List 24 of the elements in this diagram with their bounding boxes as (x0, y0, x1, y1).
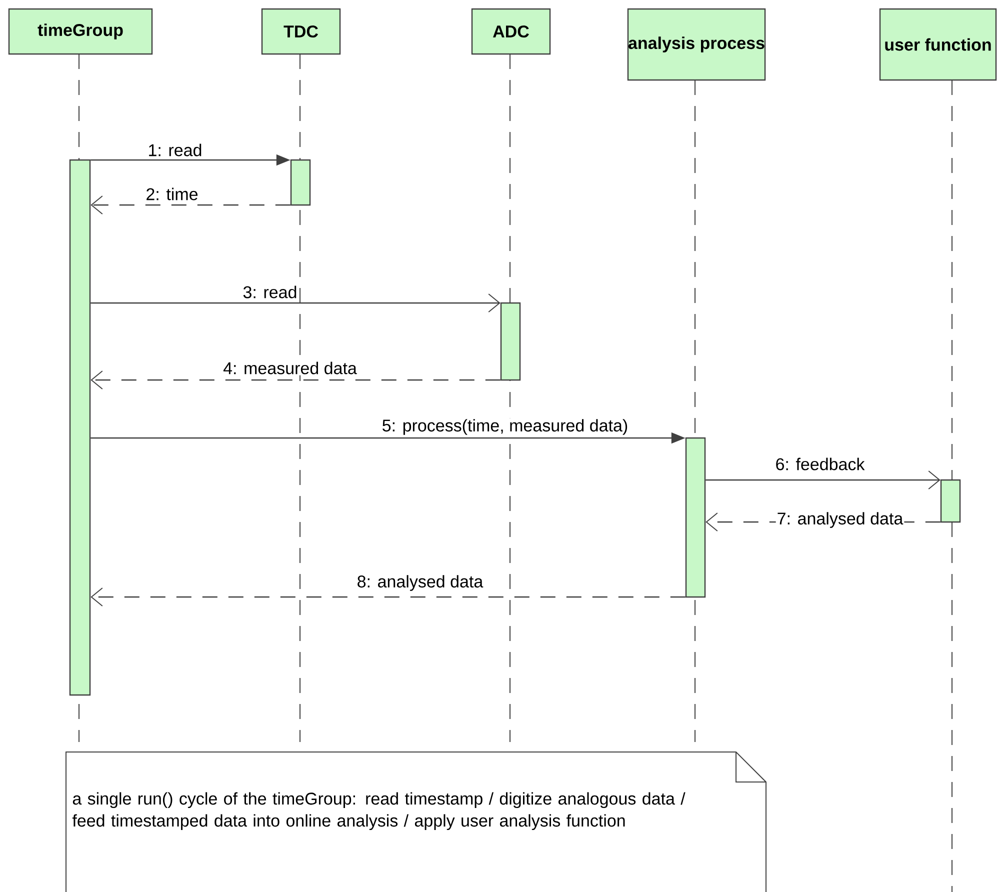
activation-bar (685, 437, 706, 598)
lifeline-header: ADC (471, 8, 551, 55)
note: a single run() cycle of the timeGroup: read timestamp / digitize analogous data / feed timestamped data into online analysis / apply user analysis function (66, 752, 766, 892)
message-arrow (90, 370, 500, 390)
message-arrow (90, 196, 290, 214)
message-label: 2: time (144, 186, 200, 202)
activation-bar (500, 302, 521, 381)
message-label: 6: feedback (774, 456, 866, 472)
message-label: 3: read (242, 284, 298, 300)
lifeline-header: user function (879, 8, 997, 81)
activation-bar (290, 159, 311, 206)
lifeline-header: analysis process (627, 8, 766, 81)
activation-bar (69, 159, 91, 696)
message-arrow (90, 588, 686, 606)
message-label: 7: analysed data (776, 511, 904, 529)
lifeline-header: TDC (261, 8, 341, 55)
message-arrow (706, 470, 940, 490)
message-label: 5: process(time, measured data) (380, 418, 630, 436)
message-label: 4: measured data (222, 360, 358, 376)
message-arrow (90, 294, 500, 312)
message-label: 1: read (146, 142, 204, 158)
lifeline-header: timeGroup (8, 8, 153, 55)
activation-bar (940, 479, 961, 523)
message-label: 8: analysed data (356, 574, 484, 592)
